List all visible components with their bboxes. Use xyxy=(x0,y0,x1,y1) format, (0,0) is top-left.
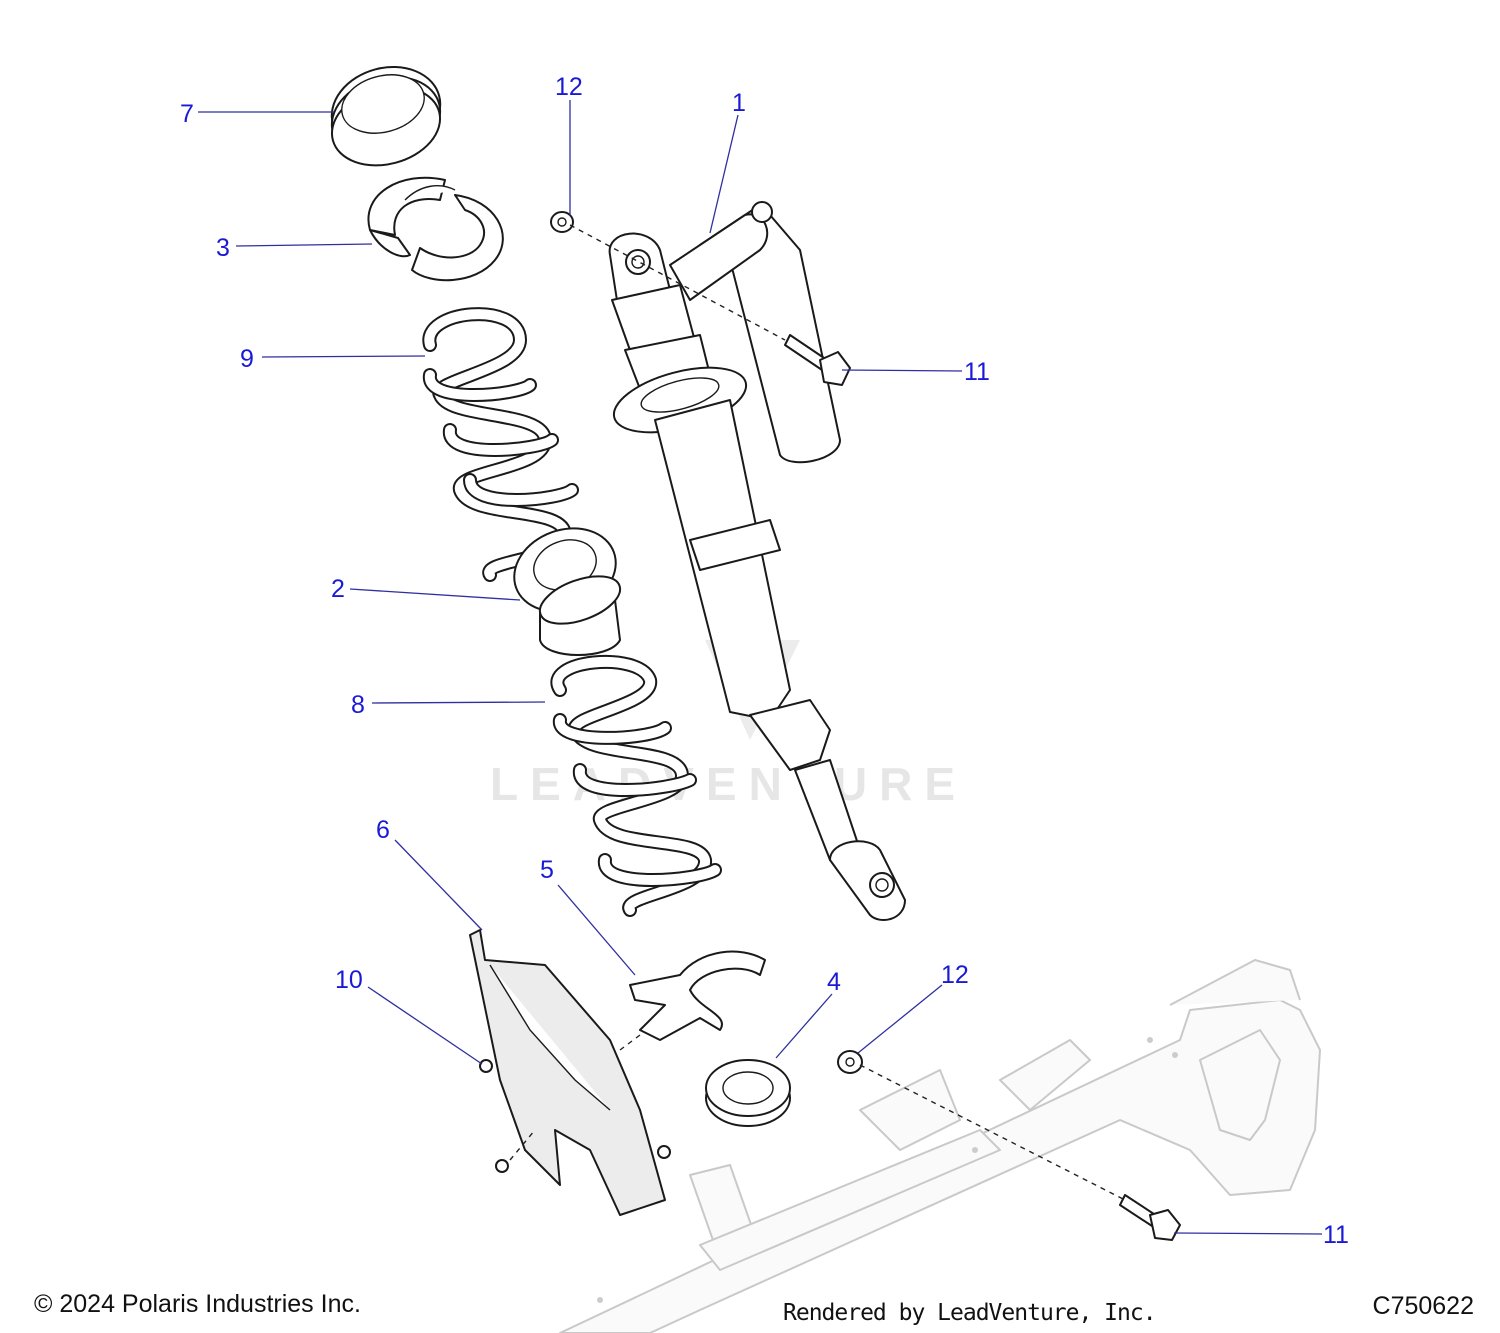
callout-2: 2 xyxy=(331,575,345,603)
upper-nut-part xyxy=(550,211,574,233)
callout-9: 9 xyxy=(240,345,254,373)
lower-bolt-part xyxy=(1119,1194,1181,1241)
spring-adapter-part xyxy=(513,527,622,656)
top-spacer-part xyxy=(330,66,442,167)
upper-bolt-part xyxy=(784,334,851,386)
bracket-part xyxy=(629,950,766,1041)
callout-10: 10 xyxy=(335,966,363,994)
guard-part xyxy=(469,929,666,1216)
callout-5: 5 xyxy=(540,856,554,884)
callout-8: 8 xyxy=(351,691,365,719)
copyright-notice: © 2024 Polaris Industries Inc. xyxy=(34,1290,361,1318)
callout-12-lower: 12 xyxy=(941,961,969,989)
diagram-code: C750622 xyxy=(1372,1292,1474,1320)
lower-spring-part xyxy=(550,654,722,917)
callout-7: 7 xyxy=(180,100,194,128)
spring-retainer-part xyxy=(367,176,504,282)
callout-1: 1 xyxy=(732,89,746,117)
callout-11-upper: 11 xyxy=(964,358,990,386)
callout-3: 3 xyxy=(216,234,230,262)
lower-nut-part xyxy=(837,1050,863,1074)
callout-4: 4 xyxy=(827,968,841,996)
watermark-text: LEADVENTURE xyxy=(490,758,967,810)
shock-absorber-part xyxy=(608,201,906,921)
assembly-lines xyxy=(509,224,1126,1201)
rear-frame-background xyxy=(559,959,1321,1333)
callout-labels: 7 3 9 2 8 6 5 10 12 1 11 4 12 11 xyxy=(180,73,1349,1249)
lower-retainer-part xyxy=(705,1059,791,1127)
callout-6: 6 xyxy=(376,816,390,844)
rendered-by-credit: Rendered by LeadVenture, Inc. xyxy=(783,1300,1157,1326)
callout-12-upper: 12 xyxy=(555,73,583,101)
screws-part xyxy=(479,1059,671,1173)
callout-11-lower: 11 xyxy=(1323,1221,1349,1249)
leader-lines xyxy=(198,100,1323,1235)
